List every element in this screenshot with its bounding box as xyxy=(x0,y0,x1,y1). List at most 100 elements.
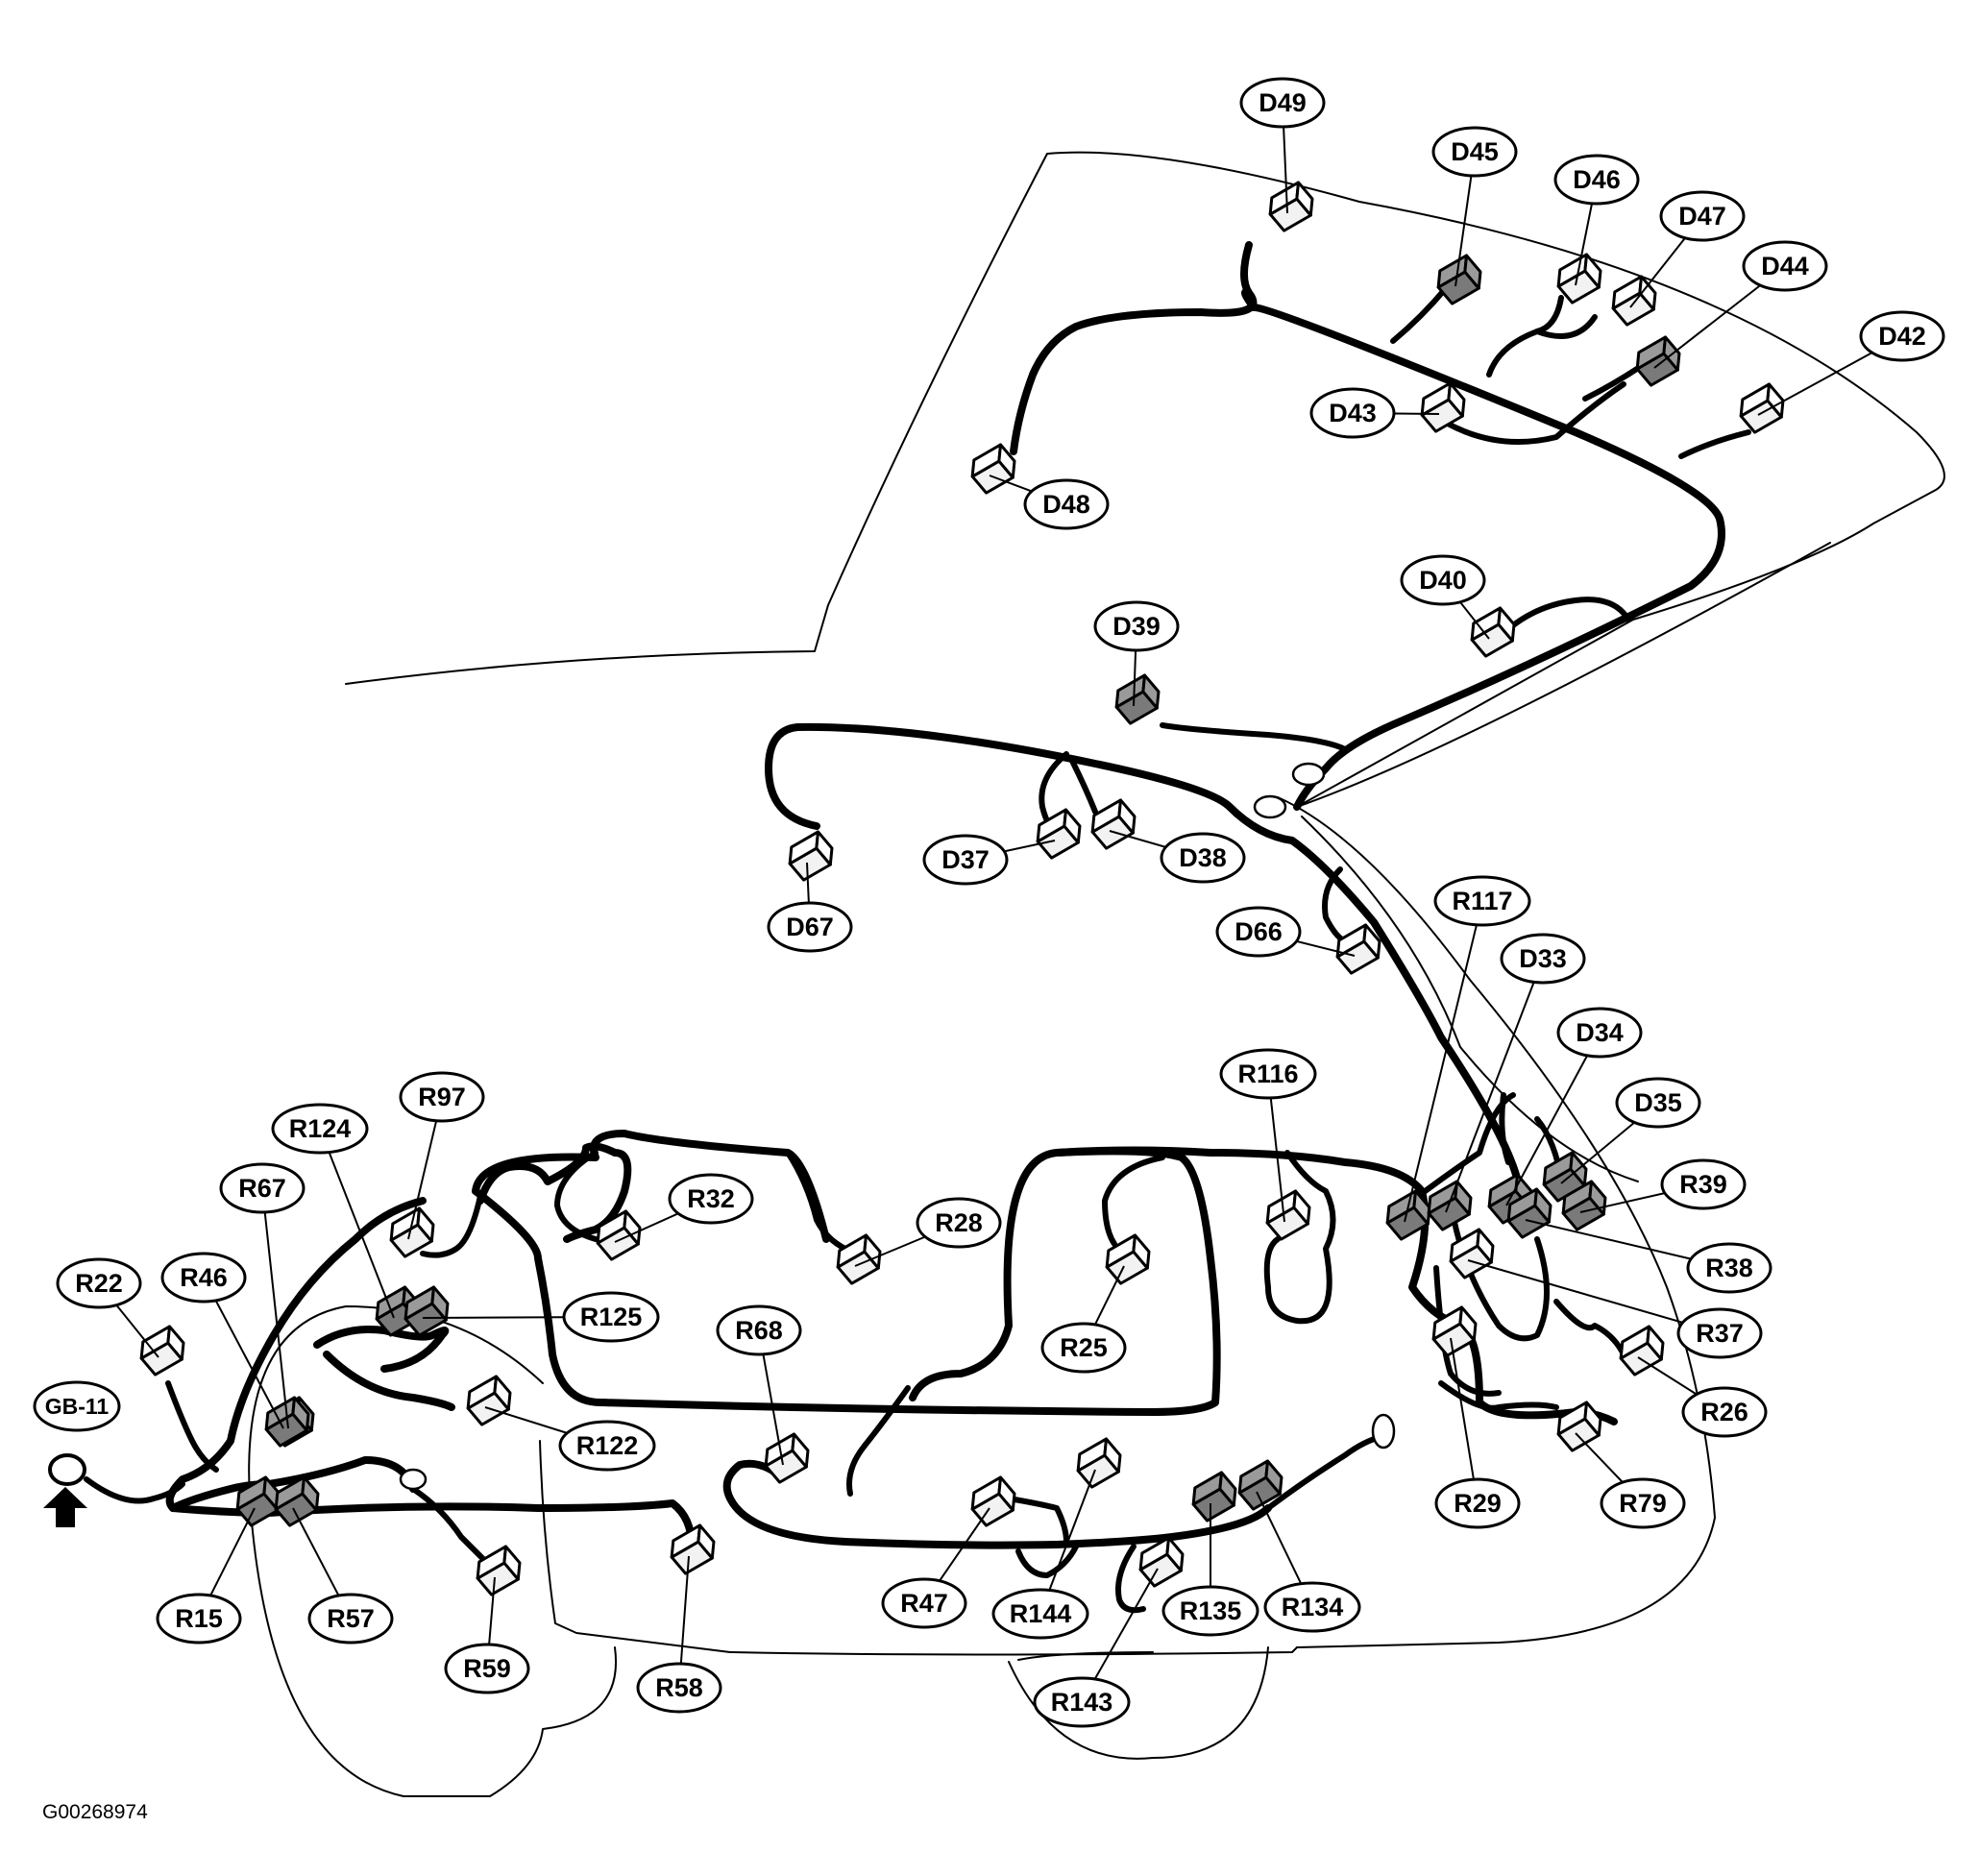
label-oval xyxy=(1553,154,1640,206)
roof-line xyxy=(345,151,1945,808)
connector-end xyxy=(1583,1401,1602,1437)
leader-r46 xyxy=(203,1277,284,1429)
harness-trunks xyxy=(84,241,1751,1614)
dash-harness xyxy=(765,722,1522,1185)
label-text: R26 xyxy=(1700,1398,1748,1426)
connector-end xyxy=(1103,1437,1122,1474)
connector-r39 xyxy=(1561,1180,1607,1231)
label-oval xyxy=(399,1071,485,1123)
lower-left-harness xyxy=(165,1197,427,1512)
label-oval xyxy=(636,1662,722,1714)
label-oval xyxy=(716,1304,802,1356)
label-text: R97 xyxy=(418,1083,466,1111)
label-oval xyxy=(1219,1048,1317,1100)
label-oval xyxy=(668,1173,754,1225)
label-text: R116 xyxy=(1237,1060,1298,1088)
label-oval xyxy=(1686,1242,1772,1294)
connector-r15 xyxy=(235,1475,281,1527)
label-d43: D43 xyxy=(1309,387,1396,439)
left-r32-branch xyxy=(554,1150,599,1242)
connector-r79 xyxy=(1556,1401,1602,1452)
label-oval xyxy=(922,834,1009,886)
label-text: D49 xyxy=(1259,88,1307,117)
connector-end xyxy=(291,1396,310,1432)
connector-r134 xyxy=(1237,1459,1283,1511)
label-text: R124 xyxy=(289,1114,352,1143)
label-text: R79 xyxy=(1619,1489,1667,1518)
connector-d47 xyxy=(1611,275,1657,327)
label-oval xyxy=(1040,1322,1127,1374)
label-oval xyxy=(1400,554,1486,606)
label-text: D40 xyxy=(1419,566,1467,595)
dash-branch-d38 xyxy=(1068,756,1098,815)
connector-r135 xyxy=(1191,1471,1237,1523)
connector-end xyxy=(697,1523,716,1560)
connector-r57 xyxy=(274,1475,320,1527)
r68-hook xyxy=(846,1385,911,1497)
r22-branch xyxy=(165,1380,219,1473)
connector-r47 xyxy=(970,1475,1016,1527)
roof-branch-d42 xyxy=(1678,429,1751,459)
connector-end xyxy=(1447,381,1466,418)
connector-r28 xyxy=(836,1233,882,1285)
label-oval xyxy=(1859,310,1945,362)
connector-end xyxy=(1117,798,1137,835)
label-text: R68 xyxy=(735,1316,783,1345)
connector-end xyxy=(1292,1189,1311,1226)
label-r144: R144 xyxy=(991,1588,1089,1640)
label-text: D43 xyxy=(1329,399,1377,427)
label-oval xyxy=(916,1197,1002,1249)
label-oval xyxy=(1263,1581,1361,1633)
label-d40: D40 xyxy=(1400,554,1486,606)
connector-r117 xyxy=(1385,1189,1431,1241)
connector-end xyxy=(1362,923,1381,960)
label-text: R134 xyxy=(1282,1593,1344,1621)
connector-d40 xyxy=(1470,606,1516,658)
r59-branch xyxy=(410,1486,488,1564)
label-text: R46 xyxy=(180,1263,228,1292)
label-r38: R38 xyxy=(1686,1242,1772,1294)
label-oval xyxy=(767,901,853,953)
label-r22: R22 xyxy=(56,1257,142,1309)
leader-lines-layer xyxy=(98,102,1903,1703)
connector-end xyxy=(502,1545,522,1581)
label-d66: D66 xyxy=(1215,906,1302,958)
label-r29: R29 xyxy=(1434,1477,1521,1529)
connector-d48 xyxy=(970,443,1016,495)
label-text: R125 xyxy=(580,1303,643,1331)
r124-branch xyxy=(313,1326,450,1373)
label-r122: R122 xyxy=(558,1420,656,1472)
label-r117: R117 xyxy=(1433,875,1531,927)
label-r79: R79 xyxy=(1600,1477,1686,1529)
r134-lead xyxy=(1265,1433,1386,1511)
roof-branch-d49 xyxy=(1010,241,1258,455)
roof-harness xyxy=(1241,288,1725,811)
label-oval xyxy=(1681,1386,1768,1438)
connector-r25 xyxy=(1105,1233,1151,1285)
label-text: R29 xyxy=(1454,1489,1502,1518)
grommet-roof xyxy=(1291,762,1326,787)
label-text: D34 xyxy=(1576,1018,1624,1047)
lower-mid-harness xyxy=(722,1459,1272,1549)
label-text: R32 xyxy=(687,1184,735,1213)
label-text: R28 xyxy=(935,1208,983,1237)
label-r143: R143 xyxy=(1033,1676,1131,1728)
label-r57: R57 xyxy=(307,1593,394,1645)
body-branch-r116 xyxy=(1263,1150,1336,1325)
left-r97-branch xyxy=(420,1193,483,1258)
roof-branch-d39 xyxy=(1160,722,1348,752)
connector-d49 xyxy=(1268,181,1314,232)
body-harness-upper xyxy=(472,1147,1221,1416)
label-text: R25 xyxy=(1060,1333,1108,1362)
connector-end xyxy=(815,830,834,866)
label-d45: D45 xyxy=(1431,126,1518,178)
connector-r122 xyxy=(466,1375,512,1426)
label-oval xyxy=(1556,1007,1643,1059)
label-text: D48 xyxy=(1042,490,1090,519)
label-oval xyxy=(991,1588,1089,1640)
label-oval xyxy=(271,1103,369,1155)
connector-d66 xyxy=(1335,923,1381,975)
label-r39: R39 xyxy=(1660,1158,1747,1210)
label-oval xyxy=(33,1380,121,1432)
label-text: R57 xyxy=(327,1604,375,1633)
